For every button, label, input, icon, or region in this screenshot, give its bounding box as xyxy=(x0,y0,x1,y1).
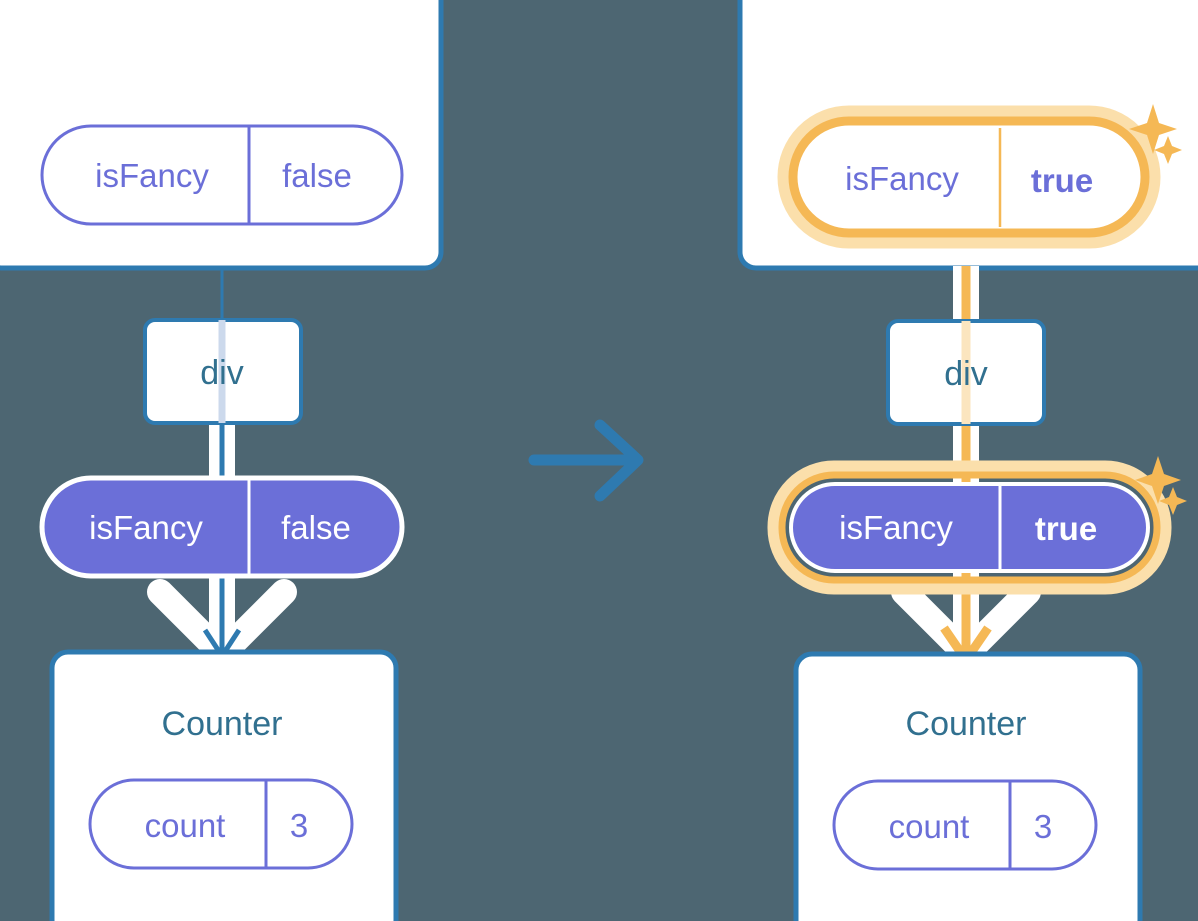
left-app-pill-key: isFancy xyxy=(95,157,209,194)
sparkle-icon xyxy=(1129,104,1182,164)
left-prop-pill: isFancy false xyxy=(39,475,405,579)
right-div-label: div xyxy=(944,355,987,393)
right-counter-label: Counter xyxy=(906,705,1027,743)
left-app-pill-value: false xyxy=(282,157,352,194)
left-counter-pill: count 3 xyxy=(88,778,354,870)
right-prop-pill-ring xyxy=(778,471,1161,584)
right-prop-pill-key: isFancy xyxy=(839,509,953,546)
right-prop-pill: isFancy true xyxy=(767,460,1172,595)
transition-arrow xyxy=(528,419,644,502)
left-prop-pill-key: isFancy xyxy=(89,509,203,546)
right-app-pill-body xyxy=(788,116,1150,238)
left-prop-pill-value: false xyxy=(281,509,351,546)
right-prop-pill-body xyxy=(789,482,1150,573)
left-prop-pill-body xyxy=(39,475,405,579)
right-counter-pill: count 3 xyxy=(832,779,1098,871)
left-counter-pill-value: 3 xyxy=(290,807,308,844)
left-tree: div isFancy false Counter isFancy false … xyxy=(0,0,444,921)
right-counter-pill-value: 3 xyxy=(1034,808,1052,845)
right-prop-pill-value: true xyxy=(1035,510,1097,547)
left-div-label: div xyxy=(200,354,243,392)
right-app-pill-value: true xyxy=(1031,162,1093,199)
left-counter-pill-key: count xyxy=(145,807,226,844)
right-tree: div isFancy true Counter isFancy true xyxy=(737,0,1198,921)
left-app-pill: isFancy false xyxy=(40,124,404,226)
right-app-pill: isFancy true xyxy=(777,105,1161,249)
left-app-pill-body xyxy=(40,124,404,226)
left-counter-label: Counter xyxy=(162,705,283,743)
right-app-pill-glow xyxy=(777,105,1161,249)
right-app-pill-key: isFancy xyxy=(845,160,959,197)
right-prop-pill-glow xyxy=(767,460,1172,595)
left-counter-pill-body xyxy=(88,778,354,870)
right-counter-pill-key: count xyxy=(889,808,970,845)
right-counter-pill-body xyxy=(832,779,1098,871)
sparkle-icon xyxy=(1135,456,1187,515)
